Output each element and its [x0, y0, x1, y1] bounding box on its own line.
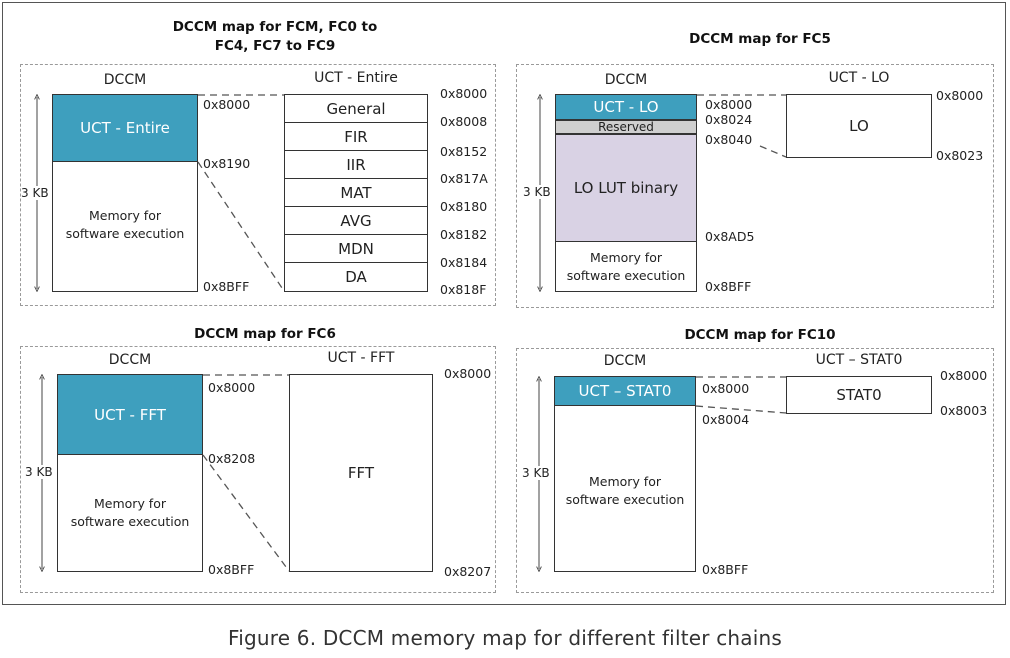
q2-addr-start: 0x8000 [705, 97, 753, 112]
q2-addr-lut-end: 0x8AD5 [705, 229, 755, 244]
q2-uct-lo-segment: LO [786, 94, 932, 158]
q1-title: DCCM map for FCM, FC0 to FC4, FC7 to FC9 [150, 18, 400, 56]
q4-uct-stat0-block: UCT – STAT0 [554, 376, 696, 406]
q2-uct-header: UCT - LO [828, 70, 890, 86]
q1-addr-end: 0x8BFF [203, 279, 250, 294]
q1-seg-addr-1: 0x8008 [440, 114, 488, 129]
q2-size-label-overlay: 3 KB [523, 185, 551, 199]
q3-uct-fft-block: UCT - FFT [57, 374, 203, 455]
figure-caption: Figure 6. DCCM memory map for different … [227, 626, 783, 650]
q1-memory-line2: software execution [65, 226, 185, 241]
q1-title-line2: FC4, FC7 to FC9 [214, 38, 336, 54]
q1-seg-addr-5: 0x8182 [440, 227, 488, 242]
q2-addr-end: 0x8BFF [705, 279, 752, 294]
q3-panel [20, 346, 496, 593]
q1-uct-header: UCT - Entire [314, 70, 398, 86]
q1-segment-mdn: MDN [284, 234, 428, 263]
q1-addr-split: 0x8190 [203, 156, 251, 171]
q1-title-line1: DCCM map for FCM, FC0 to [172, 19, 378, 35]
q4-uct-addr-start: 0x8000 [940, 368, 988, 383]
q2-uct-addr-start: 0x8000 [936, 88, 984, 103]
q1-segment-fir: FIR [284, 122, 428, 151]
q4-uct-addr-end: 0x8003 [940, 403, 988, 418]
q3-uct-addr-start: 0x8000 [444, 366, 492, 381]
q2-dccm-header: DCCM [604, 72, 648, 88]
q1-seg-addr-7: 0x818F [440, 282, 487, 297]
q1-segment-avg: AVG [284, 206, 428, 235]
q1-memory-line1: Memory for [89, 208, 161, 223]
q4-uct-stat0-segment: STAT0 [786, 376, 932, 414]
q3-uct-fft-segment: FFT [289, 374, 433, 572]
q1-segment-iir: IIR [284, 150, 428, 179]
q4-size-label-overlay: 3 KB [522, 466, 550, 480]
q3-memory-line2: software execution [70, 514, 190, 529]
q1-segment-general: General [284, 94, 428, 123]
q1-seg-addr-4: 0x8180 [440, 199, 488, 214]
q4-uct-header: UCT – STAT0 [815, 352, 903, 368]
q1-addr-start: 0x8000 [203, 97, 251, 112]
q3-size-label-overlay: 3 KB [25, 465, 53, 479]
q2-uct-addr-end: 0x8023 [936, 148, 984, 163]
q2-panel [516, 64, 994, 308]
q1-dccm-header: DCCM [103, 72, 147, 88]
q1-memory-block: Memory for software execution [52, 200, 198, 250]
q2-memory-line1: Memory for [590, 250, 662, 265]
q3-uct-addr-end: 0x8207 [444, 564, 492, 579]
q2-addr-lut: 0x8040 [705, 132, 753, 147]
q2-title: DCCM map for FC5 [689, 31, 831, 47]
q1-seg-addr-2: 0x8152 [440, 144, 488, 159]
q2-reserved-block: Reserved [555, 120, 697, 134]
q4-addr-end: 0x8BFF [702, 562, 749, 577]
q2-memory-line2: software execution [566, 268, 686, 283]
q3-addr-start: 0x8000 [208, 380, 256, 395]
q4-addr-start: 0x8000 [702, 381, 750, 396]
q1-uct-entire-block: UCT - Entire [52, 94, 198, 162]
q4-panel [516, 348, 994, 593]
q1-segment-da: DA [284, 262, 428, 292]
q3-uct-header: UCT - FFT [327, 350, 395, 366]
q4-memory-line1: Memory for [589, 474, 661, 489]
q3-title: DCCM map for FC6 [194, 326, 336, 342]
q1-segment-mat: MAT [284, 178, 428, 207]
q4-memory-line2: software execution [565, 492, 685, 507]
q1-seg-addr-6: 0x8184 [440, 255, 488, 270]
q1-size-label-overlay: 3 KB [21, 186, 49, 200]
q3-addr-end: 0x8BFF [208, 562, 255, 577]
q3-dccm-header: DCCM [108, 352, 152, 368]
q4-dccm-header: DCCM [603, 353, 647, 369]
q3-addr-split: 0x8208 [208, 451, 256, 466]
q3-memory-block: Memory for software execution [57, 488, 203, 538]
q4-addr-split: 0x8004 [702, 412, 750, 427]
q4-title: DCCM map for FC10 [684, 327, 836, 343]
q3-memory-line1: Memory for [94, 496, 166, 511]
q2-memory-block: Memory for software execution [555, 244, 697, 290]
q2-lut-block: LO LUT binary [555, 134, 697, 242]
q4-memory-block: Memory for software execution [554, 466, 696, 516]
q2-addr-reserved: 0x8024 [705, 112, 753, 127]
q1-seg-addr-0: 0x8000 [440, 86, 488, 101]
q1-seg-addr-3: 0x817A [440, 171, 488, 186]
q1-panel [20, 64, 496, 306]
q4-dccm-box [554, 376, 696, 572]
q2-uct-lo-block: UCT - LO [555, 94, 697, 120]
